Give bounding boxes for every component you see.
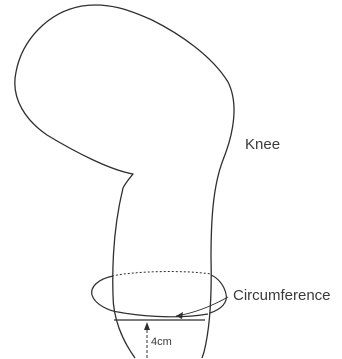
measurement-length-label: 4cm	[151, 336, 172, 348]
limb-outline	[15, 5, 234, 358]
knee-label: Knee	[245, 136, 280, 153]
circumference-label: Circumference	[233, 287, 331, 304]
circumference-arrowhead	[176, 312, 183, 319]
circumference-ring-back	[112, 272, 211, 276]
circumference-ring-right	[210, 275, 226, 313]
circumference-ring-front	[118, 312, 208, 317]
circumference-pointer	[176, 297, 228, 316]
length-arrowhead	[144, 322, 150, 330]
